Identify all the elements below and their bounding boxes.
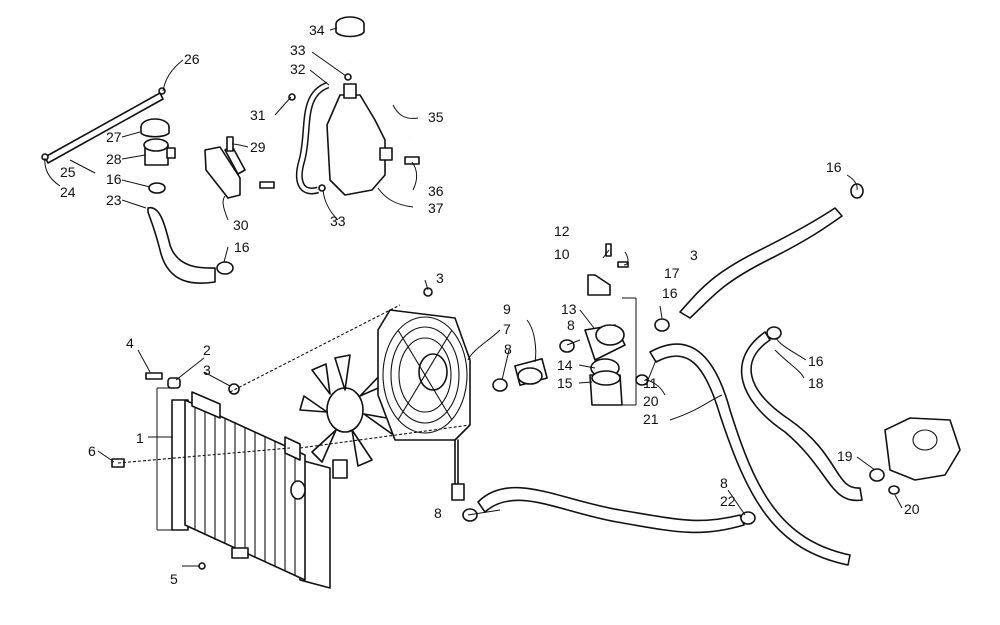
callout-18: 18 bbox=[808, 375, 824, 391]
callout-3-shroud: 3 bbox=[436, 270, 444, 286]
assembly-lines bbox=[117, 304, 471, 464]
callout-8-lower-hose: 8 bbox=[434, 505, 442, 521]
callout-19: 19 bbox=[837, 448, 853, 464]
callout-27: 27 bbox=[106, 129, 122, 145]
vent-tube-25 bbox=[44, 92, 164, 164]
hose-22 bbox=[477, 486, 745, 534]
callout-33-bottom: 33 bbox=[330, 213, 346, 229]
callout-24: 24 bbox=[60, 184, 76, 200]
callout-5: 5 bbox=[170, 571, 178, 587]
reservoir-cap bbox=[335, 16, 365, 38]
callout-6: 6 bbox=[88, 443, 96, 459]
callout-31: 31 bbox=[250, 107, 266, 123]
callout-36: 36 bbox=[428, 183, 444, 199]
callout-8-shroud: 8 bbox=[504, 341, 512, 357]
callout-30: 30 bbox=[233, 217, 249, 233]
callout-37: 37 bbox=[428, 200, 444, 216]
callout-29: 29 bbox=[250, 139, 266, 155]
callout-12: 12 bbox=[554, 223, 570, 239]
callout-4: 4 bbox=[126, 335, 134, 351]
callout-3-thermostat: 3 bbox=[690, 247, 698, 263]
callout-35: 35 bbox=[428, 109, 444, 125]
callout-11: 11 bbox=[643, 375, 658, 391]
leader-lines bbox=[44, 27, 903, 567]
callout-8-hose-22: 8 bbox=[720, 475, 728, 491]
radiator bbox=[171, 391, 331, 589]
callout-34: 34 bbox=[309, 22, 325, 38]
callout-25: 25 bbox=[60, 164, 76, 180]
callout-13: 13 bbox=[561, 301, 577, 317]
callout-32: 32 bbox=[290, 61, 306, 77]
callout-3-radiator: 3 bbox=[203, 362, 211, 378]
callout-17: 17 bbox=[664, 265, 680, 281]
callout-9: 9 bbox=[503, 301, 511, 317]
callout-7: 7 bbox=[503, 321, 511, 337]
callout-33-top: 33 bbox=[290, 42, 306, 58]
overflow-hose-35 bbox=[348, 50, 412, 140]
vent-hose-32 bbox=[295, 81, 330, 195]
fan-shroud bbox=[377, 309, 471, 501]
callout-10: 10 bbox=[554, 246, 570, 262]
hose-23 bbox=[147, 207, 216, 284]
thermostat-housing bbox=[514, 274, 626, 406]
mounting-bracket bbox=[204, 145, 246, 199]
callout-16-upper-right: 16 bbox=[826, 159, 842, 175]
callout-2: 2 bbox=[203, 342, 211, 358]
callout-numbers: 1 2 3 3 3 4 5 6 7 8 8 8 8 9 10 11 12 13 … bbox=[60, 22, 920, 587]
callout-14: 14 bbox=[557, 357, 573, 373]
hose-18 bbox=[740, 331, 863, 502]
callout-22: 22 bbox=[720, 493, 736, 509]
coolant-reservoir bbox=[326, 83, 393, 196]
radiator-cap bbox=[140, 118, 170, 138]
callout-20-water-pump: 20 bbox=[904, 501, 920, 517]
hose-upper-17 bbox=[679, 207, 843, 319]
filler-neck bbox=[143, 138, 176, 166]
callout-26: 26 bbox=[184, 51, 200, 67]
callout-16-filler: 16 bbox=[106, 171, 122, 187]
callout-23: 23 bbox=[106, 192, 122, 208]
callout-15: 15 bbox=[557, 375, 573, 391]
hose-21 bbox=[649, 343, 851, 566]
callout-16-hose-17: 16 bbox=[662, 285, 678, 301]
callout-1: 1 bbox=[136, 430, 144, 446]
callout-28: 28 bbox=[106, 151, 122, 167]
callout-16-hose-18: 16 bbox=[808, 353, 824, 369]
callout-8-thermostat: 8 bbox=[567, 317, 575, 333]
callout-20-thermostat: 20 bbox=[643, 393, 659, 409]
callout-16-hose-23: 16 bbox=[234, 239, 250, 255]
callout-21: 21 bbox=[643, 411, 659, 427]
